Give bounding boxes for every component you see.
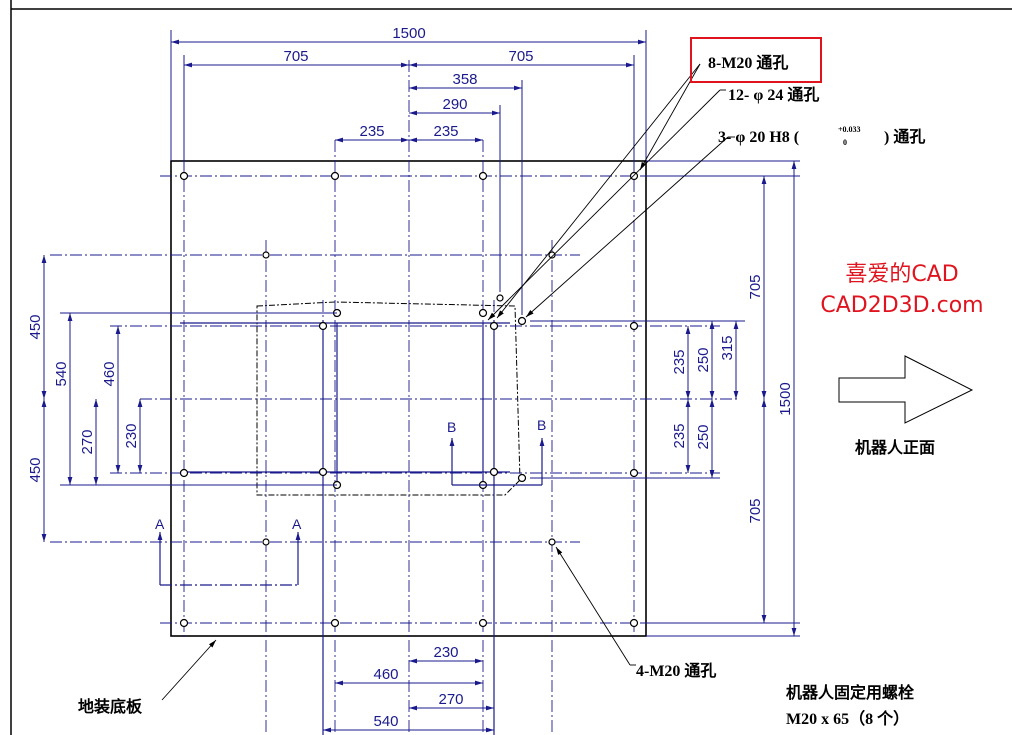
inner-solid-lines bbox=[180, 320, 510, 735]
section-b-left: B bbox=[447, 419, 456, 435]
front-label: 机器人正面 bbox=[855, 438, 935, 457]
callout-3-phi20-suffix: ) 通孔 bbox=[884, 128, 925, 146]
leader-lines bbox=[161, 63, 735, 701]
dim-bottom-270: 270 bbox=[438, 691, 463, 708]
tolerance-upper: +0.033 bbox=[838, 125, 861, 134]
tolerance-lower: 0 bbox=[843, 138, 847, 147]
dim-top-235-left: 235 bbox=[359, 123, 384, 140]
dim-top-705-right: 705 bbox=[508, 48, 533, 65]
brand-line-1: 喜爱的CAD bbox=[845, 262, 958, 287]
dim-left-450-top: 450 bbox=[27, 314, 44, 339]
dim-top-705-left: 705 bbox=[283, 48, 308, 65]
dim-right-235-bottom: 235 bbox=[671, 423, 688, 448]
dim-right-250-top: 250 bbox=[695, 347, 712, 372]
dim-right-235-top: 235 bbox=[671, 349, 688, 374]
dim-left-540: 540 bbox=[53, 361, 70, 386]
dim-right-705-bottom: 705 bbox=[747, 498, 764, 523]
dim-left-460: 460 bbox=[101, 361, 118, 386]
section-a-right: A bbox=[292, 516, 302, 532]
callout-8-m20: 8-M20 通孔 bbox=[708, 54, 788, 72]
bolt-note-line-1: 机器人固定用螺栓 bbox=[786, 683, 915, 702]
dim-bottom-230: 230 bbox=[433, 644, 458, 661]
dim-left-450-bottom: 450 bbox=[27, 457, 44, 482]
sheet-frame bbox=[10, 0, 1012, 735]
dim-left-270: 270 bbox=[79, 429, 96, 454]
dim-top-1500: 1500 bbox=[392, 25, 425, 42]
dim-right-250-bottom: 250 bbox=[695, 424, 712, 449]
base-plate-outline bbox=[170, 160, 647, 637]
callout-3-phi20-prefix: 3- φ 20 H8 ( bbox=[718, 129, 799, 146]
front-direction-arrow-icon bbox=[838, 355, 974, 424]
section-a-path bbox=[157, 532, 301, 586]
section-a-left: A bbox=[155, 516, 165, 532]
dimension-lines bbox=[41, 30, 800, 733]
holes bbox=[179, 171, 639, 628]
dim-top-358: 358 bbox=[452, 71, 477, 88]
section-b-path bbox=[449, 438, 545, 486]
callout-4-m20: 4-M20 通孔 bbox=[636, 662, 716, 680]
dim-bottom-460: 460 bbox=[373, 666, 398, 683]
dim-top-235-right: 235 bbox=[433, 123, 458, 140]
dim-right-705-top: 705 bbox=[747, 274, 764, 299]
section-b-right: B bbox=[537, 417, 546, 433]
bolt-note-line-2: M20 x 65（8 个） bbox=[786, 709, 909, 728]
dim-left-230: 230 bbox=[123, 423, 140, 448]
highlight-box bbox=[690, 37, 822, 83]
dim-bottom-540: 540 bbox=[373, 713, 398, 730]
robot-base-outline bbox=[256, 301, 521, 496]
brand-line-2: CAD2D3D.com bbox=[820, 293, 983, 318]
dim-right-1500: 1500 bbox=[777, 382, 794, 415]
dim-top-290: 290 bbox=[442, 96, 467, 113]
callout-12-phi24: 12- φ 24 通孔 bbox=[728, 86, 819, 104]
base-plate-label: 地装底板 bbox=[78, 697, 143, 716]
dim-right-315: 315 bbox=[719, 335, 736, 360]
